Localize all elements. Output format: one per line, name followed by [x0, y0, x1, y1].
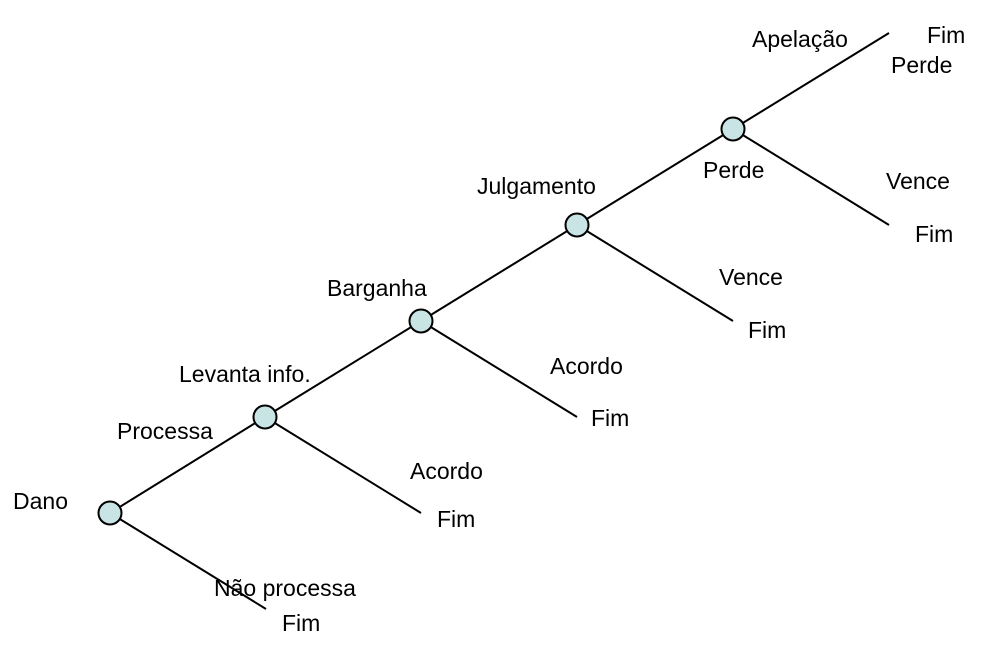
- edge-vence-1: [576, 224, 734, 322]
- label-apelacao-perde: Perde: [891, 52, 952, 78]
- label-perde-1: Perde: [703, 157, 764, 183]
- label-acordo-1: Acordo: [410, 458, 483, 484]
- edge-julgamento-apelacao: [576, 128, 734, 226]
- label-vence-1-fim: Fim: [748, 317, 786, 343]
- label-vence-1: Vence: [719, 264, 783, 290]
- edge-processa-barganha: [264, 320, 422, 418]
- edge-apelacao-fim: [732, 32, 890, 130]
- label-acordo-2: Acordo: [550, 353, 623, 379]
- edge-acordo-2: [420, 320, 578, 418]
- label-acordo-1-fim: Fim: [437, 506, 475, 532]
- label-nao-processa-fim: Fim: [282, 610, 320, 636]
- label-levanta-info: Levanta info.: [179, 361, 311, 387]
- label-barganha: Barganha: [327, 275, 427, 301]
- edge-acordo-1: [264, 416, 422, 514]
- label-vence-2-fim: Fim: [915, 221, 953, 247]
- label-vence-2: Vence: [886, 168, 950, 194]
- label-julgamento: Julgamento: [477, 173, 596, 199]
- edge-dano-processa: [109, 416, 266, 514]
- decision-node-processa: [252, 404, 278, 430]
- label-acordo-2-fim: Fim: [591, 405, 629, 431]
- edge-vence-2: [732, 128, 890, 226]
- label-apelacao-fim: Fim: [927, 22, 965, 48]
- decision-node-apelacao: [720, 116, 746, 142]
- label-dano: Dano: [13, 488, 68, 514]
- decision-node-julgamento: [564, 212, 590, 238]
- decision-node-barganha: [408, 308, 434, 334]
- edge-barganha-julgamento: [420, 224, 578, 322]
- label-apelacao: Apelação: [752, 26, 848, 52]
- label-nao-processa: Não processa: [214, 575, 356, 601]
- edge-nao-processa: [109, 512, 267, 610]
- label-processa: Processa: [117, 418, 213, 444]
- decision-node-dano: [97, 500, 123, 526]
